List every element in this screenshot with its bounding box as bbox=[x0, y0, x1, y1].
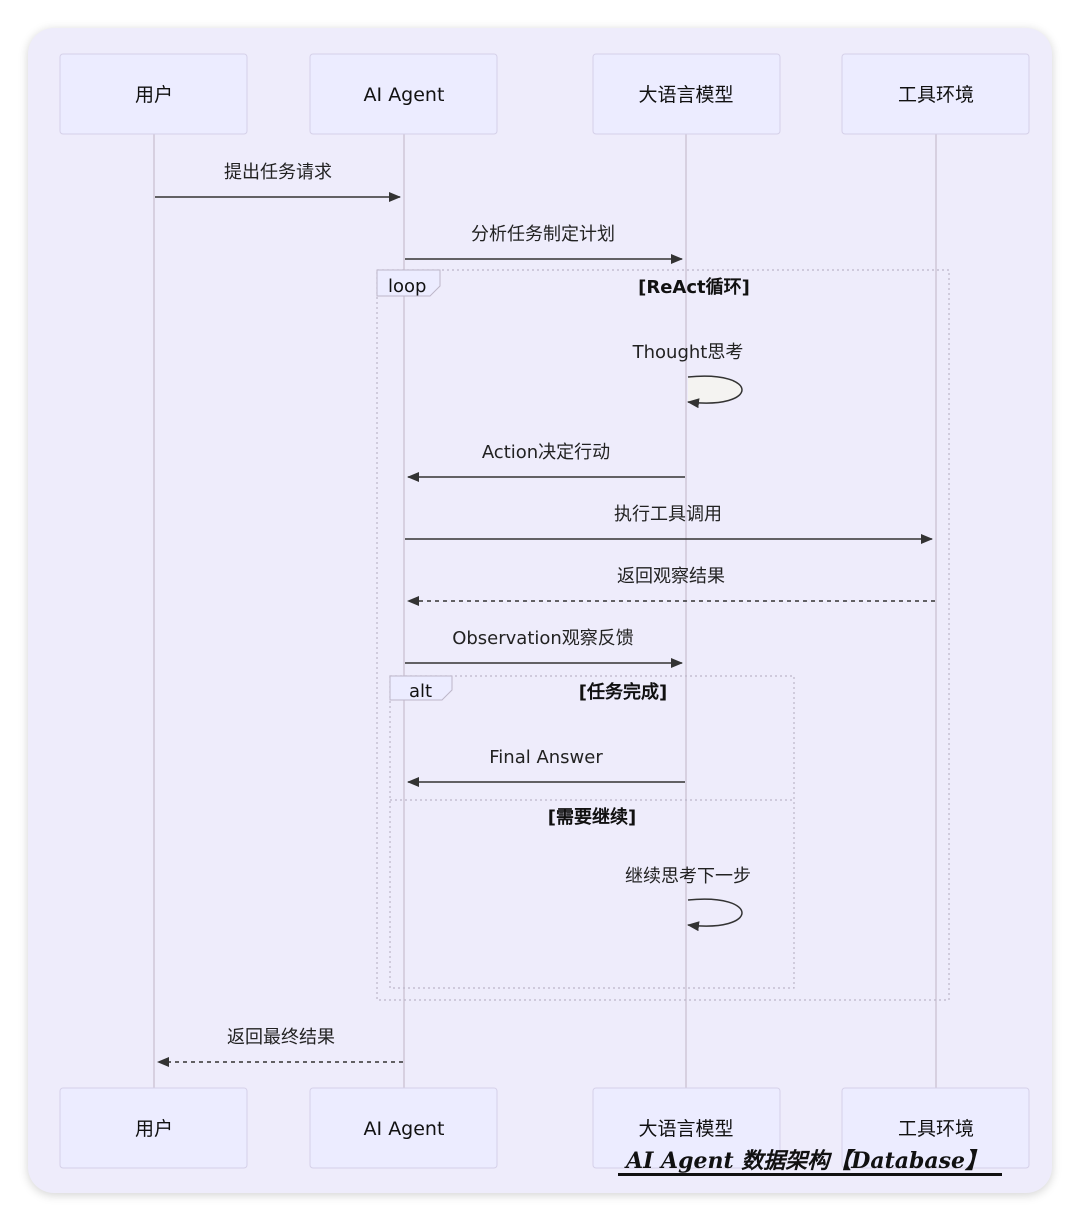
participant-box-user-bottom: 用户 bbox=[59, 1087, 248, 1169]
participant-box-agent-top: AI Agent bbox=[309, 53, 498, 135]
participant-label-tools-bottom: 工具环境 bbox=[898, 1118, 974, 1140]
message-continue-thinking: 继续思考下一步 bbox=[625, 866, 751, 932]
participant-label-user-top: 用户 bbox=[135, 84, 173, 106]
participant-label-llm-bottom: 大语言模型 bbox=[638, 1118, 733, 1140]
alt-frame: alt [任务完成] [需要继续] bbox=[389, 675, 795, 989]
message-plan: 分析任务制定计划 bbox=[405, 224, 683, 264]
alt-keyword: alt bbox=[409, 681, 432, 702]
participant-label-agent-bottom: AI Agent bbox=[364, 1118, 445, 1140]
participant-box-llm-bottom: 大语言模型 bbox=[592, 1087, 781, 1169]
message-label: Final Answer bbox=[489, 747, 603, 768]
message-action: Action决定行动 bbox=[407, 442, 685, 482]
participant-label-tools-top: 工具环境 bbox=[898, 84, 974, 106]
message-label: 继续思考下一步 bbox=[625, 866, 751, 887]
participant-box-agent-bottom: AI Agent bbox=[309, 1087, 498, 1169]
message-label: Action决定行动 bbox=[482, 442, 610, 463]
message-thought: Thought思考 bbox=[632, 342, 744, 409]
participant-box-tools-top: 工具环境 bbox=[841, 53, 1030, 135]
message-label: 提出任务请求 bbox=[224, 162, 332, 183]
watermark-text: AI Agent 数据架构【Database】 bbox=[618, 1146, 1002, 1176]
message-request: 提出任务请求 bbox=[155, 162, 401, 202]
message-label: 执行工具调用 bbox=[614, 504, 722, 525]
message-label: Thought思考 bbox=[632, 342, 744, 363]
message-observation-return: 返回观察结果 bbox=[407, 566, 935, 606]
participant-label-llm-top: 大语言模型 bbox=[638, 84, 733, 106]
message-label: 返回最终结果 bbox=[227, 1027, 335, 1048]
participant-label-user-bottom: 用户 bbox=[135, 1118, 173, 1140]
loop-frame: loop [ReAct循环] bbox=[376, 269, 950, 1001]
loop-keyword: loop bbox=[388, 276, 426, 297]
alt-else-condition: [需要继续] bbox=[548, 806, 636, 828]
message-label: 分析任务制定计划 bbox=[471, 224, 615, 245]
diagram-card bbox=[28, 28, 1052, 1193]
participant-label-agent-top: AI Agent bbox=[364, 84, 445, 106]
message-label: 返回观察结果 bbox=[617, 566, 725, 587]
message-observation-feedback: Observation观察反馈 bbox=[405, 628, 683, 668]
loop-condition: [ReAct循环] bbox=[638, 276, 750, 298]
participant-box-user-top: 用户 bbox=[59, 53, 248, 135]
message-tool-call: 执行工具调用 bbox=[405, 504, 933, 544]
message-final-result: 返回最终结果 bbox=[157, 1027, 403, 1067]
alt-condition: [任务完成] bbox=[579, 681, 667, 703]
message-label: Observation观察反馈 bbox=[452, 628, 634, 649]
message-final-answer: Final Answer bbox=[407, 747, 685, 787]
participant-box-llm-top: 大语言模型 bbox=[592, 53, 781, 135]
participant-box-tools-bottom: 工具环境 bbox=[841, 1087, 1030, 1169]
